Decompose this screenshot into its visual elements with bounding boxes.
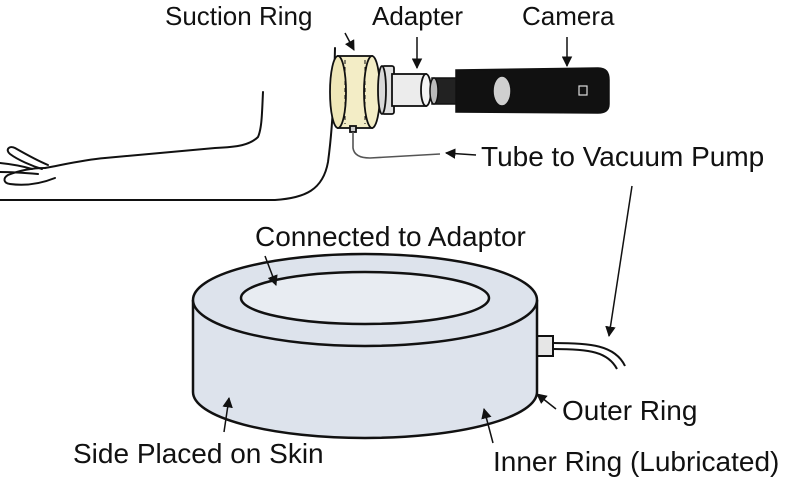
camera-label: Camera [522, 1, 615, 31]
small-vacuum-tube [352, 132, 441, 159]
pointer-arrows [222, 32, 633, 444]
connected-arrow [264, 255, 278, 286]
suction-ring-label: Suction Ring [165, 1, 313, 31]
tube-to-large-ring-arrow [605, 185, 633, 338]
large-vacuum-tube [552, 342, 626, 367]
adapter-part [377, 65, 432, 115]
camera-part [429, 67, 610, 114]
suction-ring-small [329, 55, 381, 133]
adapter-label: Adapter [372, 1, 464, 31]
tube-to-vacuum-pump-label: Tube to Vacuum Pump [481, 141, 765, 172]
large-suction-ring [191, 252, 554, 440]
arm-illustration [0, 47, 336, 201]
side-placed-on-skin-label: Side Placed on Skin [73, 438, 324, 469]
inner-ring-arrow [481, 407, 494, 444]
tube-arrow [444, 148, 477, 159]
connected-to-adaptor-label: Connected to Adaptor [255, 221, 526, 252]
outer-ring-arrow [536, 393, 557, 410]
skin-side-arrow [222, 396, 233, 433]
outer-ring-label: Outer Ring [562, 395, 698, 426]
suction-ring-arrow [344, 32, 355, 51]
inner-ring-label: Inner Ring (Lubricated) [493, 446, 780, 477]
